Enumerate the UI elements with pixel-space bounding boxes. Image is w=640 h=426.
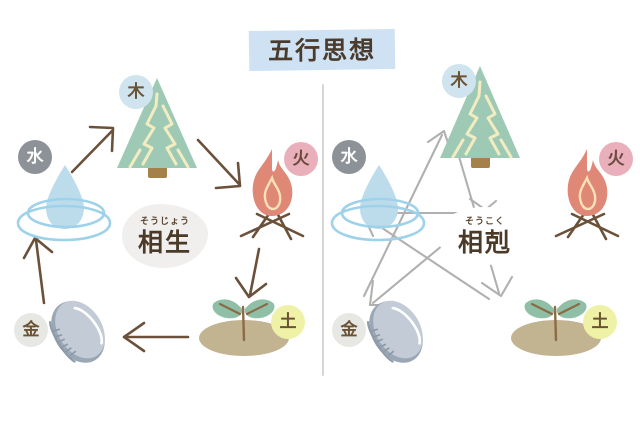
- water-drop-icon: [16, 165, 112, 242]
- cycle-label-sosho: そうじょう 相生: [110, 200, 220, 272]
- campfire-icon: [554, 149, 620, 241]
- arrow-wood-to-earth: [451, 134, 514, 298]
- cycle-label-sokoku-bg: [437, 207, 533, 265]
- element-earth-sosho: 土: [196, 282, 316, 360]
- arrow-water-to-wood: [70, 125, 115, 174]
- pine-tree-icon: [117, 78, 197, 178]
- coin-icon: [367, 300, 423, 363]
- badge-water: 水: [18, 140, 52, 174]
- badge-fire-label: 火: [292, 148, 310, 169]
- badge-earth-label: 土: [591, 311, 609, 332]
- pine-tree-icon: [440, 66, 520, 168]
- badge-metal-label: 金: [22, 319, 40, 340]
- badge-fire: 火: [599, 142, 633, 176]
- arrow-wood-to-fire: [196, 138, 242, 190]
- badge-water-label: 水: [340, 146, 358, 167]
- badge-metal-label: 金: [340, 319, 358, 340]
- arrow-metal-to-water: [22, 236, 54, 305]
- badge-earth: 土: [271, 305, 305, 339]
- water-drop-icon: [330, 165, 426, 242]
- badge-water-label: 水: [26, 146, 44, 167]
- element-fire-sosho: 火: [231, 140, 335, 250]
- arrow-fire-to-metal: [368, 199, 498, 307]
- badge-earth: 土: [583, 305, 617, 339]
- badge-metal: 金: [14, 313, 48, 347]
- badge-fire: 火: [284, 142, 318, 176]
- arrow-earth-to-metal: [122, 321, 190, 353]
- cycle-label-sosho-furigana: そうじょう: [139, 216, 190, 227]
- badge-wood-label: 木: [450, 70, 468, 91]
- arrow-metal-to-wood: [362, 129, 453, 298]
- cycle-label-sosho-bg: [122, 204, 208, 268]
- campfire-icon: [239, 149, 305, 241]
- element-water-sosho: 水: [8, 128, 112, 242]
- element-wood-sosho: 木: [104, 68, 212, 178]
- page-title: 五行思想: [267, 35, 377, 65]
- cycle-label-sosho-text: 相生: [137, 227, 192, 257]
- element-fire-sokoku: 火: [546, 140, 640, 250]
- cycle-label-sokoku-furigana: そうこく: [464, 216, 505, 227]
- sprout-soil-icon: [199, 299, 289, 356]
- badge-wood: 木: [442, 64, 476, 98]
- arrow-earth-to-water: [362, 211, 491, 301]
- badge-water: 水: [332, 140, 366, 174]
- arrow-water-to-fire: [361, 197, 492, 229]
- badge-metal: 金: [332, 313, 366, 347]
- arrow-fire-to-earth: [234, 247, 268, 299]
- badge-earth-label: 土: [279, 311, 297, 332]
- element-water-sokoku: 水: [322, 128, 426, 242]
- coin-icon: [49, 300, 105, 363]
- badge-fire-label: 火: [607, 148, 625, 169]
- panel-divider: [322, 84, 324, 376]
- cycle-label-sokoku-text: 相剋: [457, 227, 512, 257]
- element-metal-sokoku: 金: [330, 296, 440, 368]
- badge-wood-label: 木: [127, 81, 145, 102]
- page-title-banner: 五行思想: [248, 28, 396, 72]
- element-earth-sokoku: 土: [508, 282, 628, 360]
- cycle-label-sokoku: そうこく 相剋: [430, 200, 540, 272]
- badge-wood: 木: [119, 75, 153, 109]
- sprout-soil-icon: [511, 299, 601, 356]
- element-wood-sokoku: 木: [427, 48, 535, 168]
- element-metal-sosho: 金: [12, 296, 122, 368]
